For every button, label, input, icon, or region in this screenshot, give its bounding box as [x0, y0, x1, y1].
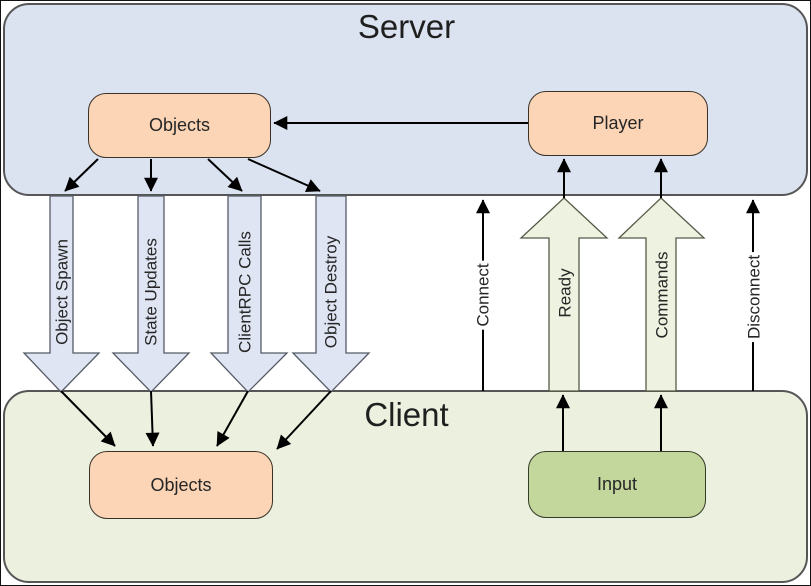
label-object-destroy: Object Destroy: [321, 235, 341, 349]
arrow-clientrpc-calls-to-objects: [216, 390, 249, 447]
server-player-node: Player: [528, 91, 708, 156]
label-state-updates: State Updates: [141, 238, 161, 346]
label-object-spawn: Object Spawn: [52, 239, 72, 345]
client-title: Client: [364, 396, 449, 433]
block-arrow-state-updates: [111, 195, 191, 393]
client-objects-label: Objects: [150, 474, 212, 495]
arrow-objects-to-object-spawn: [64, 158, 99, 192]
label-connect: Connect: [473, 260, 493, 330]
block-arrow-ready: [519, 197, 609, 392]
client-objects-node: Objects: [89, 451, 273, 519]
label-commands: Commands: [652, 251, 672, 339]
arrow-objects-to-object-destroy: [247, 158, 321, 192]
server-title: Server: [357, 8, 456, 45]
arrow-objects-to-clientrpc-calls: [207, 158, 243, 192]
server-objects-node: Objects: [88, 93, 271, 158]
block-arrow-commands: [617, 197, 706, 392]
arrow-object-spawn-to-objects: [60, 390, 116, 447]
label-disconnect: Disconnect: [744, 251, 764, 343]
label-clientrpc-calls: ClientRPC Calls: [235, 231, 255, 353]
server-objects-label: Objects: [148, 115, 211, 135]
client-input-label: Input: [596, 474, 638, 494]
arrow-object-destroy-to-objects: [276, 390, 332, 450]
block-arrow-object-spawn: [22, 195, 101, 393]
client-input-node: Input: [528, 451, 706, 518]
arrow-state-updates-to-objects: [145, 390, 160, 447]
server-player-label: Player: [592, 113, 644, 133]
label-ready: Ready: [555, 268, 575, 318]
block-arrow-object-destroy: [291, 195, 371, 393]
block-arrow-clientrpc-calls: [209, 195, 289, 393]
